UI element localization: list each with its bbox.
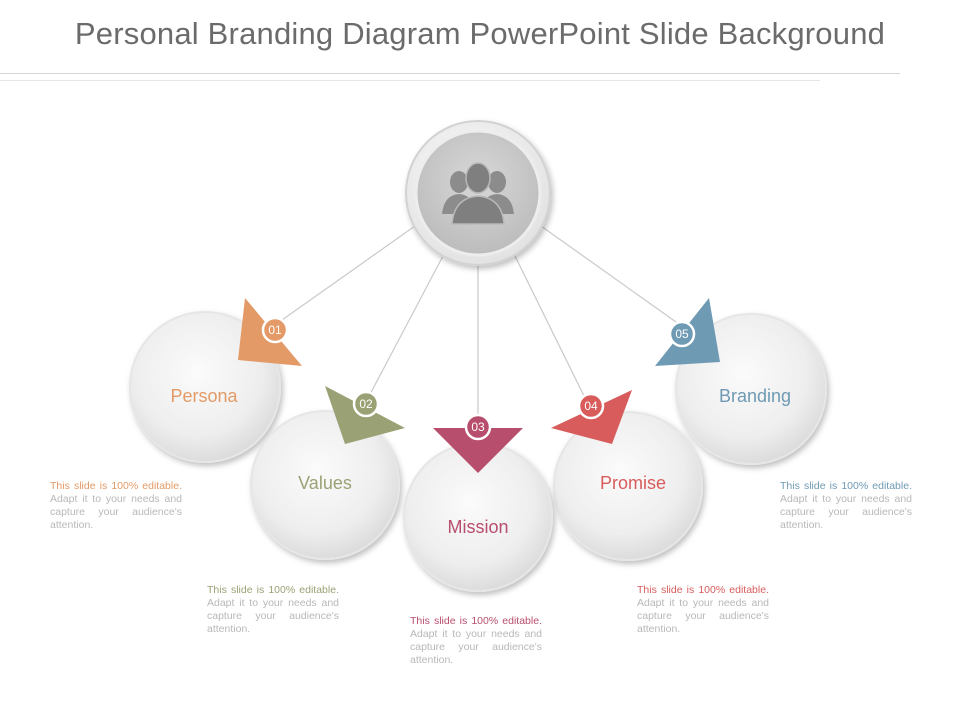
connector-lines <box>281 225 677 420</box>
description-lead-mission: This slide is 100% editable. <box>410 615 542 627</box>
description-text-values: Adapt it to your needs and capture your … <box>207 597 339 635</box>
badge-promise <box>577 392 605 420</box>
page-title: Personal Branding Diagram PowerPoint Sli… <box>74 16 886 51</box>
description-text-promise: Adapt it to your needs and capture your … <box>637 597 769 635</box>
badge-number-promise: 04 <box>584 399 598 413</box>
description-text-persona: Adapt it to your needs and capture your … <box>50 493 182 531</box>
label-values: Values <box>298 473 352 493</box>
description-text-mission: Adapt it to your needs and capture your … <box>410 628 542 666</box>
description-text-branding: Adapt it to your needs and capture your … <box>780 493 912 531</box>
description-lead-branding: This slide is 100% editable. <box>780 480 912 492</box>
connector-line-values <box>366 255 444 401</box>
badge-branding <box>668 320 696 348</box>
disc-values <box>250 410 400 560</box>
label-promise: Promise <box>600 473 666 493</box>
disc-promise <box>553 411 703 561</box>
description-branding: This slide is 100% editable. Adapt it to… <box>780 480 912 532</box>
description-promise: This slide is 100% editable. Adapt it to… <box>637 584 769 636</box>
badge-persona <box>261 316 289 344</box>
label-mission: Mission <box>447 517 508 537</box>
description-lead-promise: This slide is 100% editable. <box>637 584 769 596</box>
badge-values <box>352 390 380 418</box>
group-of-people-icon <box>442 162 514 225</box>
label-persona: Persona <box>170 386 238 406</box>
description-values: This slide is 100% editable. Adapt it to… <box>207 584 339 636</box>
description-mission: This slide is 100% editable. Adapt it to… <box>410 615 542 667</box>
description-lead-persona: This slide is 100% editable. <box>50 480 182 492</box>
badge-number-persona: 01 <box>268 323 282 337</box>
title-divider-secondary <box>0 80 820 81</box>
badge-mission <box>464 413 492 441</box>
badge-number-mission: 03 <box>471 420 485 434</box>
badge-number-values: 02 <box>359 397 373 411</box>
connector-line-promise <box>514 255 587 401</box>
description-persona: This slide is 100% editable. Adapt it to… <box>50 480 182 532</box>
pointer-mission <box>433 428 523 473</box>
label-branding: Branding <box>719 386 791 406</box>
description-lead-values: This slide is 100% editable. <box>207 584 339 596</box>
connector-line-persona <box>281 225 416 321</box>
title-divider <box>0 73 900 74</box>
connector-line-branding <box>540 225 677 323</box>
badge-number-branding: 05 <box>675 327 689 341</box>
